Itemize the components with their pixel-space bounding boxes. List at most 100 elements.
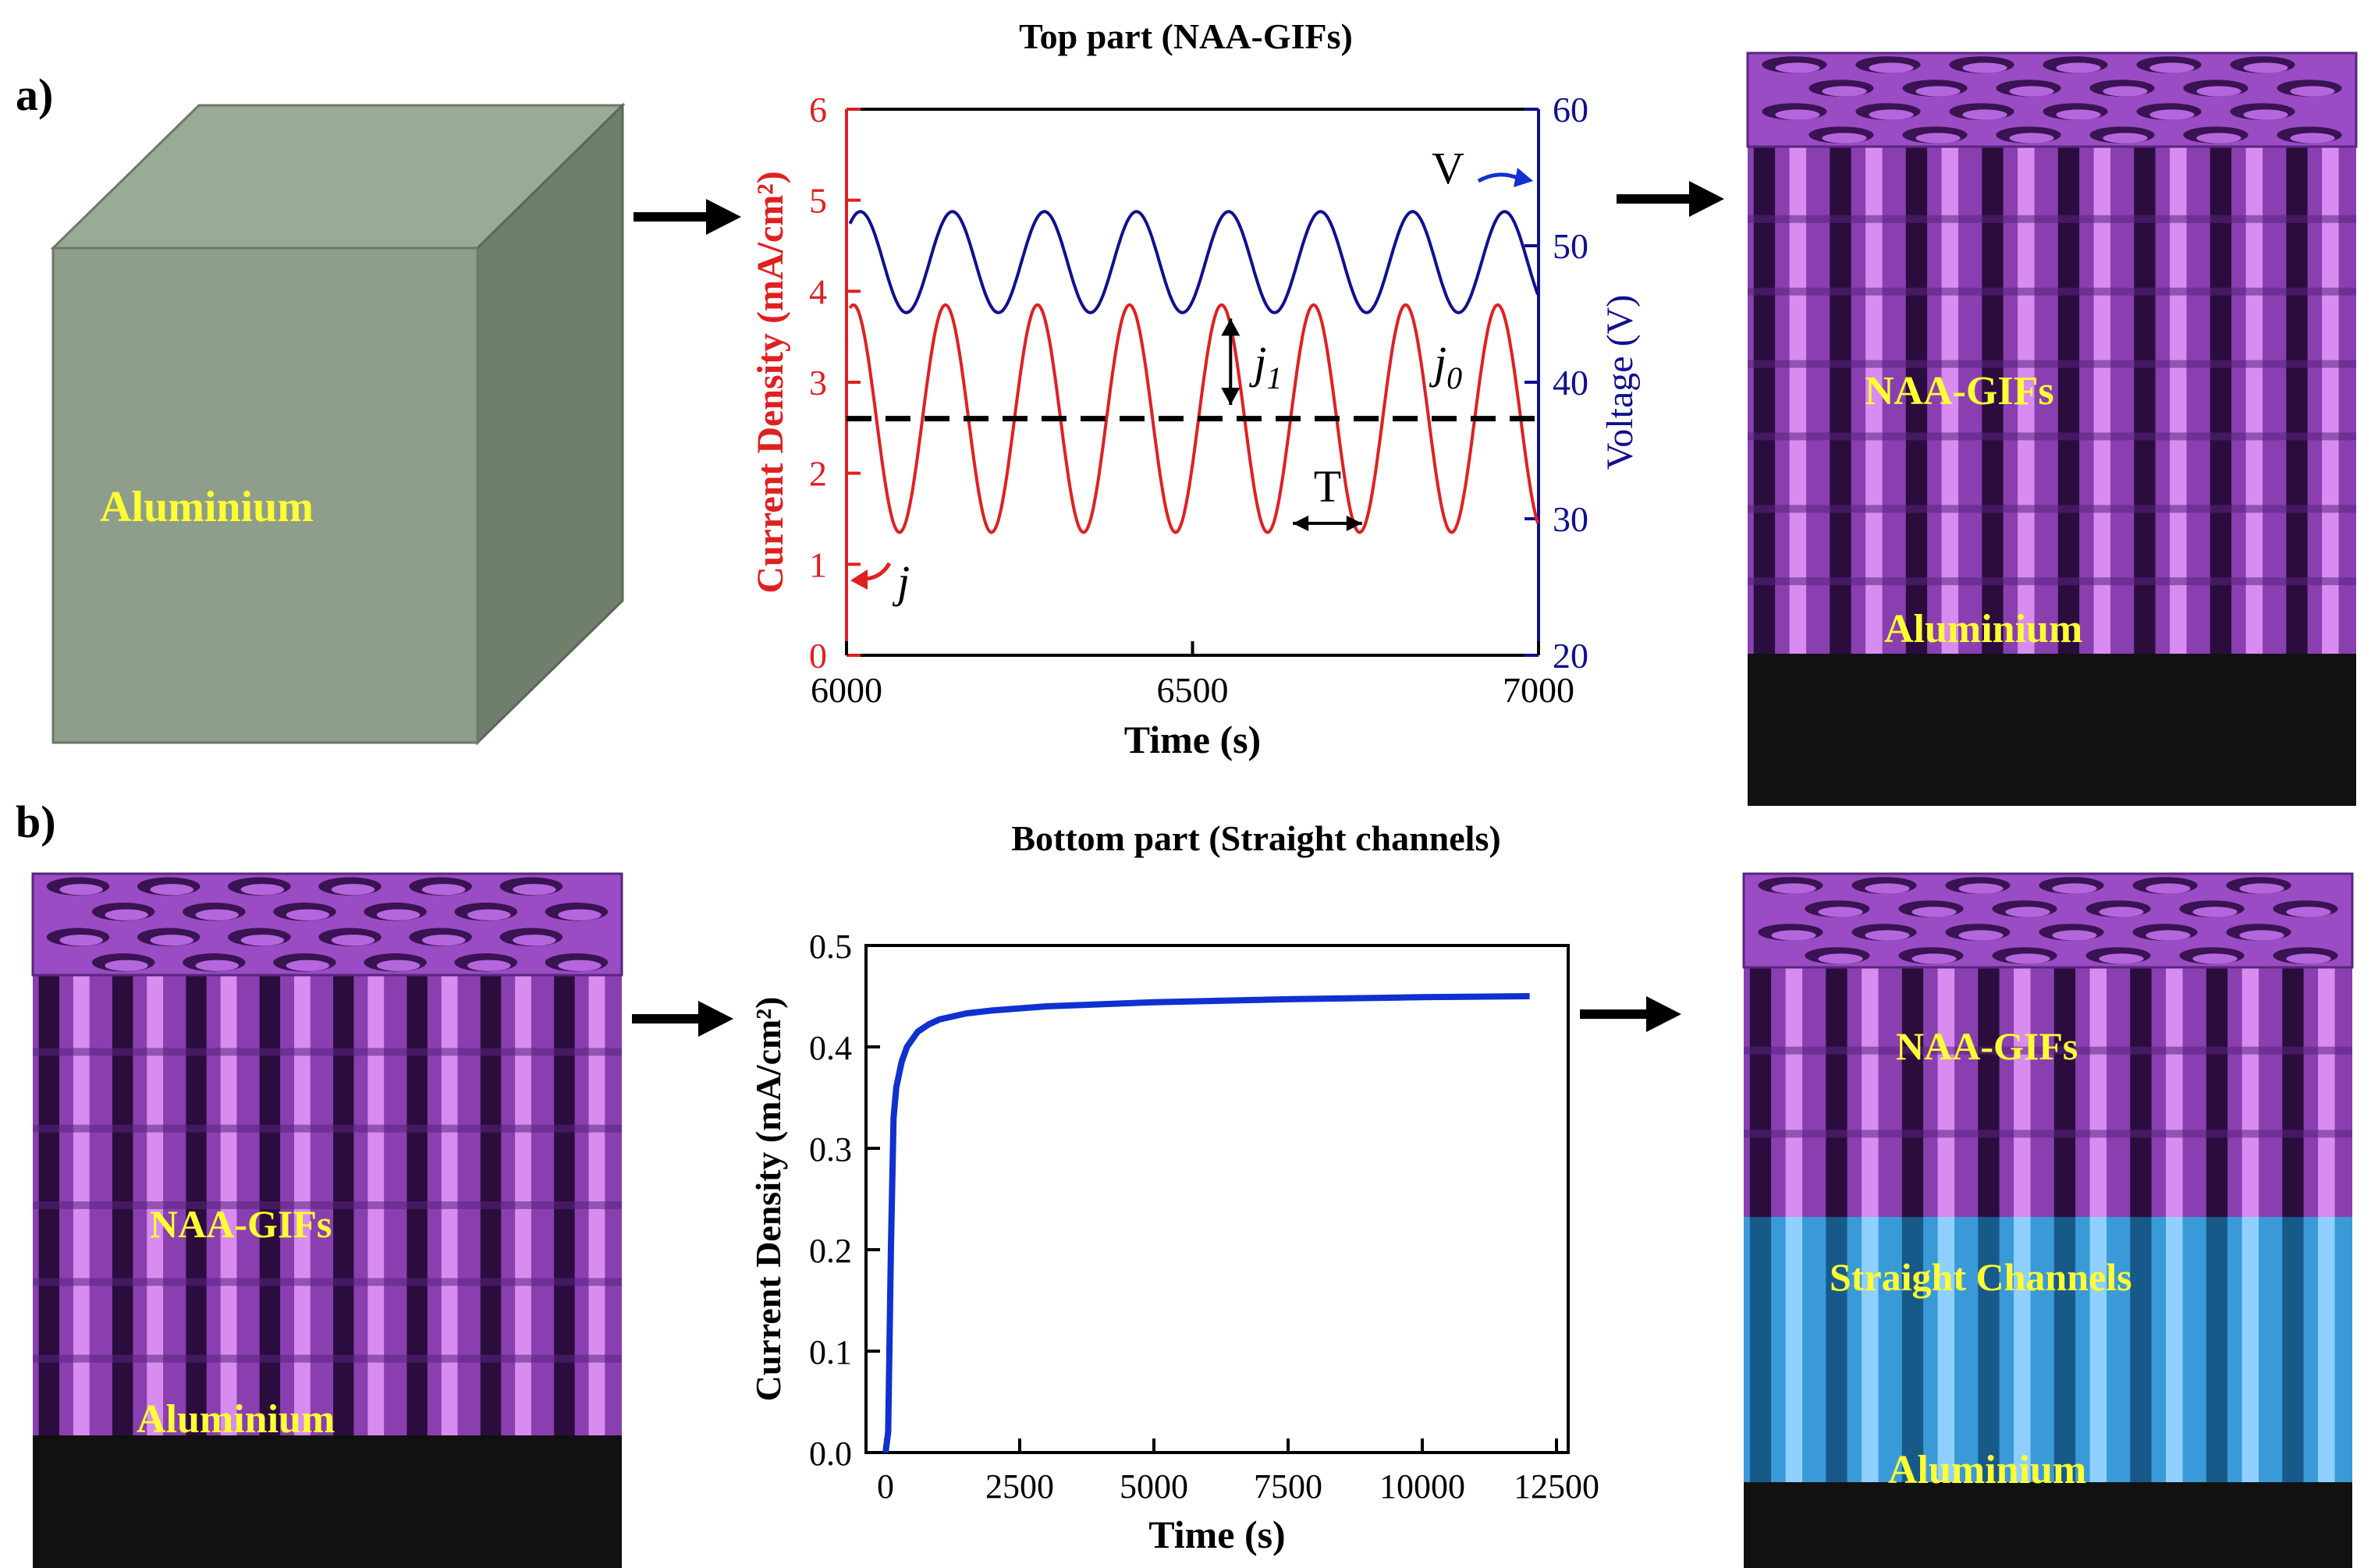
channel-highlight bbox=[1862, 1217, 1879, 1482]
modulation-band bbox=[1748, 287, 2356, 296]
pore-rim bbox=[2005, 953, 2050, 964]
pore-shadow bbox=[1905, 147, 1928, 654]
pore-rim bbox=[2192, 953, 2238, 964]
pore-rim bbox=[2103, 133, 2148, 144]
amplitude-arrow-head-top bbox=[1221, 318, 1241, 336]
panel-b-title: Bottom part (Straight channels) bbox=[1011, 818, 1501, 858]
pore-rim bbox=[2149, 109, 2195, 120]
modulation-band bbox=[1748, 505, 2356, 513]
arrow-j bbox=[865, 562, 892, 581]
pore-shadow bbox=[2210, 147, 2232, 654]
pore-shadow bbox=[1753, 147, 1776, 654]
channel-shadow bbox=[2053, 1217, 2076, 1482]
aluminium-label-b-right: Aluminium bbox=[1888, 1448, 2087, 1492]
pore-shadow bbox=[1749, 967, 1772, 1217]
channel-shadow bbox=[1901, 1217, 1924, 1482]
x-tick-label: 7000 bbox=[1503, 670, 1574, 710]
pore-rim bbox=[558, 909, 602, 921]
pore-highlight bbox=[2093, 147, 2111, 654]
pore-shadow bbox=[2134, 147, 2156, 654]
x-tick-label: 0 bbox=[877, 1467, 894, 1506]
y-tick-label-left: 2 bbox=[809, 454, 827, 494]
pore-rim bbox=[105, 960, 148, 971]
plot-frame bbox=[864, 944, 1570, 1454]
panel-a-title: Top part (NAA-GIFs) bbox=[1019, 16, 1353, 56]
pore-rim bbox=[2103, 86, 2148, 97]
pore-rim bbox=[1865, 883, 1910, 894]
substrate-front bbox=[33, 1435, 622, 1568]
channel-highlight bbox=[2241, 1217, 2259, 1482]
pore-rim bbox=[331, 935, 375, 946]
channel-highlight bbox=[2089, 1217, 2107, 1482]
x-tick-label: 7500 bbox=[1254, 1467, 1322, 1506]
y-axis-label: Current Density (mA/cm²) bbox=[748, 997, 788, 1402]
voltage-series bbox=[848, 210, 1539, 314]
pore-highlight bbox=[1865, 147, 1883, 654]
pore-rim bbox=[2099, 953, 2144, 964]
pore-rim bbox=[1771, 883, 1816, 894]
pore-rim bbox=[513, 884, 556, 896]
pore-rim bbox=[1869, 109, 1914, 120]
pore-rim bbox=[1865, 930, 1910, 941]
period-arrow-head-left bbox=[1293, 515, 1309, 531]
pore-rim bbox=[2009, 86, 2054, 97]
pore-rim bbox=[2009, 133, 2054, 144]
pore-rim bbox=[59, 935, 103, 946]
channel-highlight bbox=[1937, 1217, 1955, 1482]
x-tick-label: 6000 bbox=[811, 670, 882, 710]
modulation-band bbox=[1748, 360, 2356, 368]
pore-rim bbox=[422, 935, 466, 946]
y-axis-label-right: Voltage (V) bbox=[1599, 295, 1641, 470]
pore-rim bbox=[2196, 86, 2241, 97]
pore-shadow bbox=[1826, 967, 1847, 1217]
pore-rim bbox=[195, 909, 239, 921]
modulation-band bbox=[1744, 1046, 2352, 1055]
y-tick-label: 0.5 bbox=[809, 928, 852, 966]
current-series bbox=[848, 303, 1540, 534]
pore-rim bbox=[1818, 906, 1863, 917]
pore-rim bbox=[240, 935, 285, 946]
aluminium-label: Aluminium bbox=[100, 483, 314, 531]
modulation-band bbox=[33, 1124, 622, 1133]
channel-shadow bbox=[2282, 1217, 2304, 1482]
pore-highlight bbox=[1862, 967, 1879, 1217]
pore-shadow bbox=[1901, 967, 1924, 1217]
period-arrow-head-right bbox=[1346, 515, 1362, 531]
pore-rim bbox=[2146, 930, 2191, 941]
pore-rim bbox=[59, 884, 103, 896]
pore-shadow bbox=[2282, 967, 2304, 1217]
arrow-j-head bbox=[850, 569, 868, 590]
y-axis-label-left: Current Density (mA/cm²) bbox=[750, 171, 791, 593]
pore-rim bbox=[2243, 109, 2288, 120]
straight-channels-label: Straight Channels bbox=[1830, 1255, 2132, 1299]
channel-shadow bbox=[2206, 1217, 2228, 1482]
pore-rim bbox=[195, 960, 239, 971]
pore-rim bbox=[2239, 883, 2284, 894]
channel-highlight bbox=[2014, 1217, 2031, 1482]
arrow-v bbox=[1477, 172, 1518, 183]
pore-rim bbox=[467, 909, 511, 921]
pore-rim bbox=[1822, 133, 1867, 144]
pore-rim bbox=[2056, 62, 2101, 73]
pore-rim bbox=[1775, 62, 1820, 73]
pore-rim bbox=[150, 884, 193, 896]
pore-highlight bbox=[1937, 967, 1955, 1217]
pore-rim bbox=[240, 884, 285, 896]
x-tick-label: 10000 bbox=[1379, 1467, 1465, 1506]
arrow-v-head bbox=[1514, 168, 1533, 187]
pore-rim bbox=[2286, 953, 2331, 964]
pore-shadow bbox=[1830, 147, 1851, 654]
pore-shadow bbox=[2053, 967, 2076, 1217]
x-tick-label: 5000 bbox=[1120, 1467, 1188, 1506]
pore-rim bbox=[331, 884, 375, 896]
aluminium-label-b-left: Aluminium bbox=[137, 1397, 335, 1442]
pore-rim bbox=[1915, 86, 1961, 97]
pore-rim bbox=[2290, 86, 2335, 97]
channel-shadow bbox=[1749, 1217, 1772, 1482]
pore-highlight bbox=[2166, 967, 2183, 1217]
pore-highlight bbox=[2245, 147, 2263, 654]
